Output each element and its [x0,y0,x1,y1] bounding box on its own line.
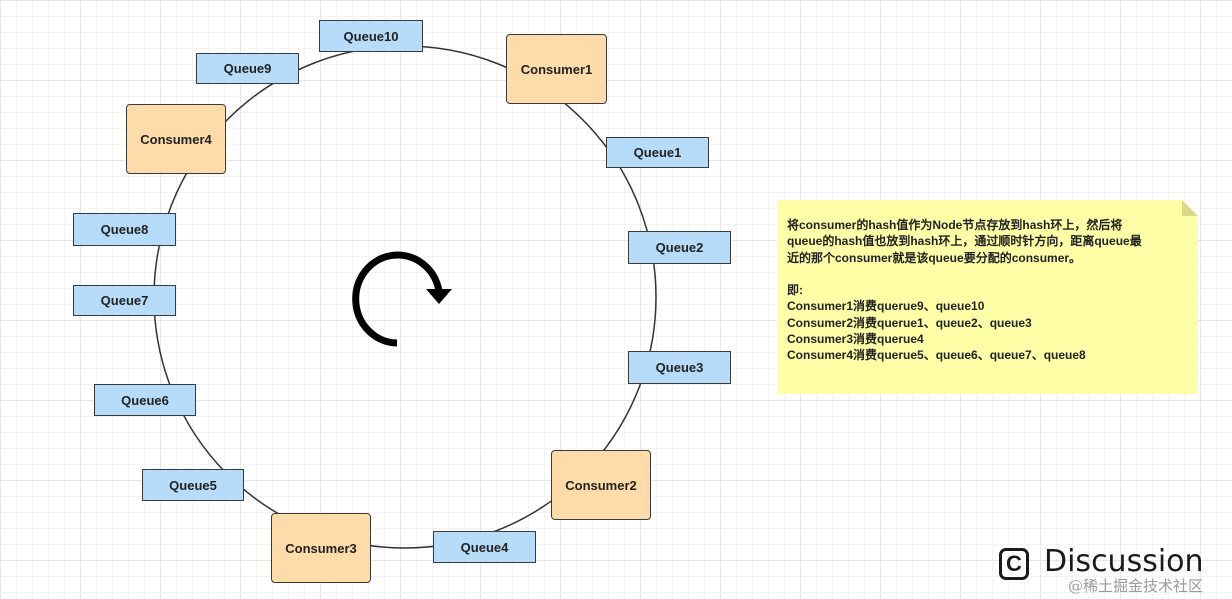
queue8-node: Queue8 [73,213,176,246]
consumer3-node: Consumer3 [271,513,371,583]
consumer1-node: Consumer1 [506,34,607,104]
queue1-node: Queue1 [606,137,709,168]
queue9-node: Queue9 [196,53,299,84]
queue7-node: Queue7 [73,285,176,316]
note-line: 将consumer的hash值作为Node节点存放到hash环上，然后将 [787,218,1123,232]
queue5-node: Queue5 [142,469,244,501]
queue6-node: Queue6 [94,384,196,416]
consumer2-node: Consumer2 [551,450,651,520]
consumer4-node: Consumer4 [126,104,226,174]
note-blank-line [787,266,1188,282]
watermark-subtitle: @稀土掘金技术社区 [1068,577,1204,595]
discussion-logo-icon: C [999,548,1029,580]
queue10-node: Queue10 [319,20,423,52]
clockwise-arrowhead-icon [426,289,452,304]
note-line: Consumer2消费querue1、queue2、queue3 [787,315,1032,330]
queue4-node: Queue4 [433,531,536,563]
note-line: Consumer3消费querue4 [787,332,924,347]
clockwise-arrow-icon [352,251,443,347]
note-line: Consumer4消费querue5、queue6、queue7、queue8 [787,348,1086,363]
queue2-node: Queue2 [628,231,731,264]
note-line: 近的那个consumer就是该queue要分配的consumer。 [787,250,1082,265]
queue3-node: Queue3 [628,351,731,384]
watermark-title: Discussion [1044,544,1204,579]
note-line: Consumer1消费querue9、queue10 [787,299,985,314]
note-line: queue的hash值也放到hash环上，通过顺时针方向，距离queue最 [787,234,1142,249]
note-line: 即: [787,283,803,298]
sticky-note: 将consumer的hash值作为Node节点存放到hash环上，然后将 que… [777,200,1198,394]
